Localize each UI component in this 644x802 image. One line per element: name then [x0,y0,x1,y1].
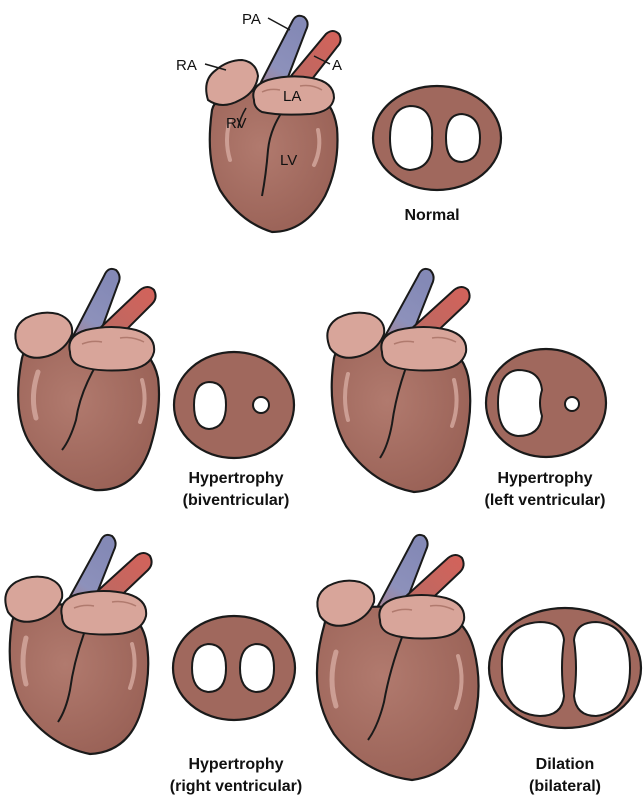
caption-left-ventricular-2: (left ventricular) [485,492,606,509]
caption-right-ventricular-2: (right ventricular) [170,778,302,795]
normal-cross-section [373,86,501,190]
label-la: LA [283,88,301,105]
caption-dilation-1: Dilation [536,756,595,773]
dilation-heart [317,535,479,780]
label-ra: RA [176,57,197,74]
dilation-cross-section [489,608,641,728]
caption-biventricular-1: Hypertrophy [188,470,283,487]
label-pa: PA [242,11,261,28]
right-ventricular-cross-section [173,616,295,720]
label-rv: RV [226,115,247,132]
caption-biventricular-2: (biventricular) [183,492,290,509]
biventricular-heart [15,269,159,490]
left-ventricular-heart [327,269,470,492]
caption-right-ventricular-1: Hypertrophy [188,756,283,773]
caption-left-ventricular-1: Hypertrophy [497,470,592,487]
normal-heart: PA RA A LA RV LV [176,11,342,232]
label-a: A [332,57,342,74]
caption-normal: Normal [404,207,459,224]
caption-dilation-2: (bilateral) [529,778,601,795]
right-ventricular-heart [5,535,151,754]
left-ventricular-cross-section [486,349,606,457]
label-lv: LV [280,152,297,169]
biventricular-cross-section [174,352,294,458]
